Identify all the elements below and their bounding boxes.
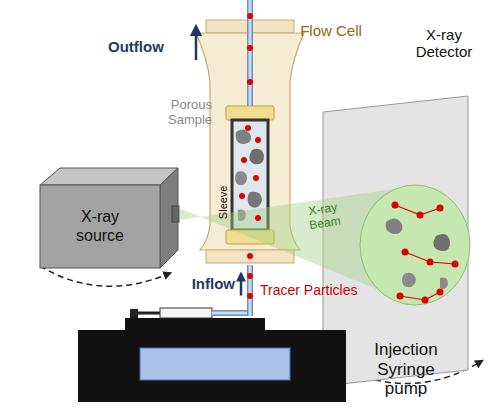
pump: Injection Syringe pump xyxy=(75,304,455,404)
part-label: Sleeve xyxy=(217,178,230,226)
outflow-tube xyxy=(196,0,250,108)
rotation-arrow xyxy=(40,266,168,286)
detector: X-ray Detector xyxy=(318,22,490,387)
flow-label: Inflow xyxy=(192,275,235,292)
part-label: Porous Sample xyxy=(168,98,212,128)
node-text: X-ray Detector xyxy=(402,26,486,61)
node-text: X-ray source xyxy=(59,208,141,245)
tracer-label: Tracer Particles xyxy=(260,282,370,298)
syringe-pump xyxy=(78,304,346,402)
flow-arrow xyxy=(240,274,243,296)
tube-connector xyxy=(247,265,253,304)
node-text: Injection Syringe pump xyxy=(359,340,453,399)
flow-label: Outflow xyxy=(108,38,188,55)
source-box: X-ray source xyxy=(40,185,160,268)
node-text: Flow Cell xyxy=(299,22,363,39)
xray-source-box xyxy=(40,168,179,268)
